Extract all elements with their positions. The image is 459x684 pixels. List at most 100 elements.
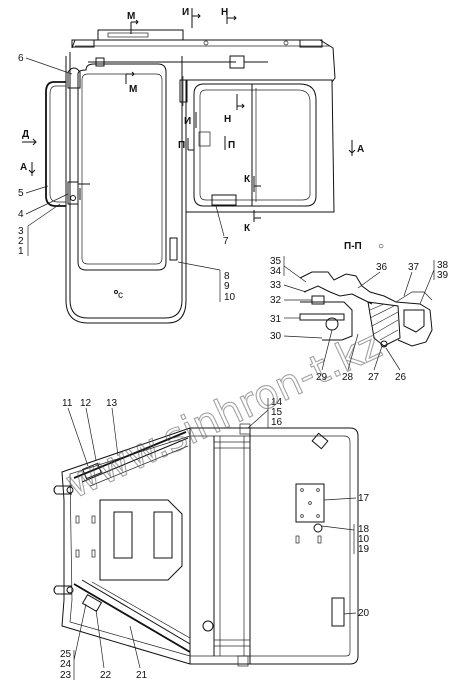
handrail [45, 81, 66, 207]
tunnel-cap [213, 639, 251, 647]
door-lock [67, 181, 79, 205]
callout-15: 15 [271, 407, 283, 418]
handrail-inner [49, 85, 66, 203]
callout-5: 5 [18, 188, 24, 199]
m-mid-label: М [129, 84, 137, 95]
gasket-profile [303, 285, 373, 305]
callout-12: 12 [80, 398, 92, 409]
callout-38: 38 [437, 260, 449, 271]
sight-mark [198, 131, 211, 147]
floor-mark [295, 535, 300, 544]
drain-hole [114, 290, 118, 294]
floor-mark [91, 515, 96, 524]
plan-outline-inner [69, 435, 351, 657]
svg-text:К: К [244, 223, 251, 234]
callout-32: 32 [270, 295, 282, 306]
callout-27: 27 [368, 372, 380, 383]
rubber-seal [367, 301, 401, 347]
callout-21: 21 [136, 670, 148, 681]
roof-block-left [71, 39, 95, 48]
door-window-inner [81, 73, 163, 265]
svg-text:К: К [244, 174, 251, 185]
plate-hole [316, 514, 320, 518]
callout-1: 1 [18, 246, 24, 257]
callout-25: 25 [60, 649, 72, 660]
plate-hole [308, 501, 312, 505]
seal-hatching [369, 303, 399, 341]
cab-roof-outline [71, 39, 336, 83]
callout-35: 35 [270, 256, 282, 267]
section-marker-m: М М [125, 11, 139, 95]
floor-plug [202, 620, 214, 632]
pedal-hole [313, 523, 323, 533]
plan-outline [61, 427, 359, 665]
callout-37: 37 [408, 262, 420, 273]
callouts-section: 35 34 33 36 37 38 39 32 31 30 29 28 27 2… [270, 256, 449, 383]
callout-39: 39 [437, 270, 449, 281]
callout-14: 14 [271, 397, 283, 408]
view-marker-a-left: А [20, 162, 36, 176]
callout-20: 20 [358, 608, 370, 619]
roof-block-right [299, 39, 323, 48]
corner-bracket [311, 432, 329, 450]
upper-door-sill [81, 437, 189, 483]
callout-6: 6 [18, 53, 24, 64]
upper-door-sill [89, 445, 189, 487]
callouts-top-view: 6 5 4 3 2 1 7 8 9 10 [18, 53, 236, 303]
door-hinge-top [179, 79, 188, 103]
callout-22: 22 [100, 670, 112, 681]
callout-16: 16 [271, 417, 283, 428]
callout-33: 33 [270, 280, 282, 291]
door-upper-latch [67, 67, 81, 89]
callout-7: 7 [223, 236, 229, 247]
plate-hole [300, 514, 304, 518]
callout-4: 4 [18, 209, 24, 220]
section-marker-p: П П [178, 136, 235, 151]
section-p-p-detail: П-П ○ 35 34 33 36 37 [270, 241, 449, 383]
watermark: www.sinhron-t.kz [59, 322, 389, 508]
callout-36: 36 [376, 262, 388, 273]
small-mark: с [118, 290, 123, 301]
section-title-symbol: ○ [378, 241, 384, 252]
plate-hole [316, 488, 320, 492]
plate-hole [300, 488, 304, 492]
clip-profile [403, 309, 425, 333]
bracket [395, 291, 433, 303]
side-window-inner [199, 89, 311, 201]
floor-mark [317, 535, 322, 544]
section-marker-n: Н Н [221, 7, 245, 125]
lower-door-sill [91, 581, 191, 639]
svg-text:Н: Н [221, 7, 228, 18]
door-handle [78, 183, 90, 200]
lower-door-sill [81, 579, 191, 645]
callout-28: 28 [342, 372, 354, 383]
callouts-plan: 11 12 13 14 15 16 17 18 10 19 20 25 24 2… [60, 397, 370, 681]
side-window [193, 83, 317, 207]
upper-handle [66, 486, 74, 494]
door-window [77, 63, 167, 271]
roof-bolt [203, 40, 209, 46]
callout-10b: 10 [358, 534, 370, 545]
callout-2: 2 [18, 236, 24, 247]
callout-24: 24 [60, 659, 72, 670]
svg-text:П: П [178, 140, 185, 151]
floor-mark [91, 549, 96, 558]
view-marker-a-right: А [348, 140, 364, 156]
roof-bolt [283, 40, 289, 46]
callout-19: 19 [358, 544, 370, 555]
door-hinge-bottom [169, 237, 178, 261]
bottom-clip [237, 655, 249, 667]
floor-mat [99, 499, 183, 581]
callout-26: 26 [395, 372, 407, 383]
door-leaf [65, 56, 187, 324]
seal-profile [299, 271, 433, 347]
side-panel [185, 79, 335, 213]
svg-text:Д: Д [22, 129, 29, 140]
control-plate [295, 483, 325, 523]
svg-text:И: И [182, 7, 189, 18]
svg-text:А: А [20, 162, 27, 173]
roof-hatch [97, 29, 184, 41]
callout-8: 8 [224, 271, 230, 282]
bolt-head [311, 295, 325, 305]
